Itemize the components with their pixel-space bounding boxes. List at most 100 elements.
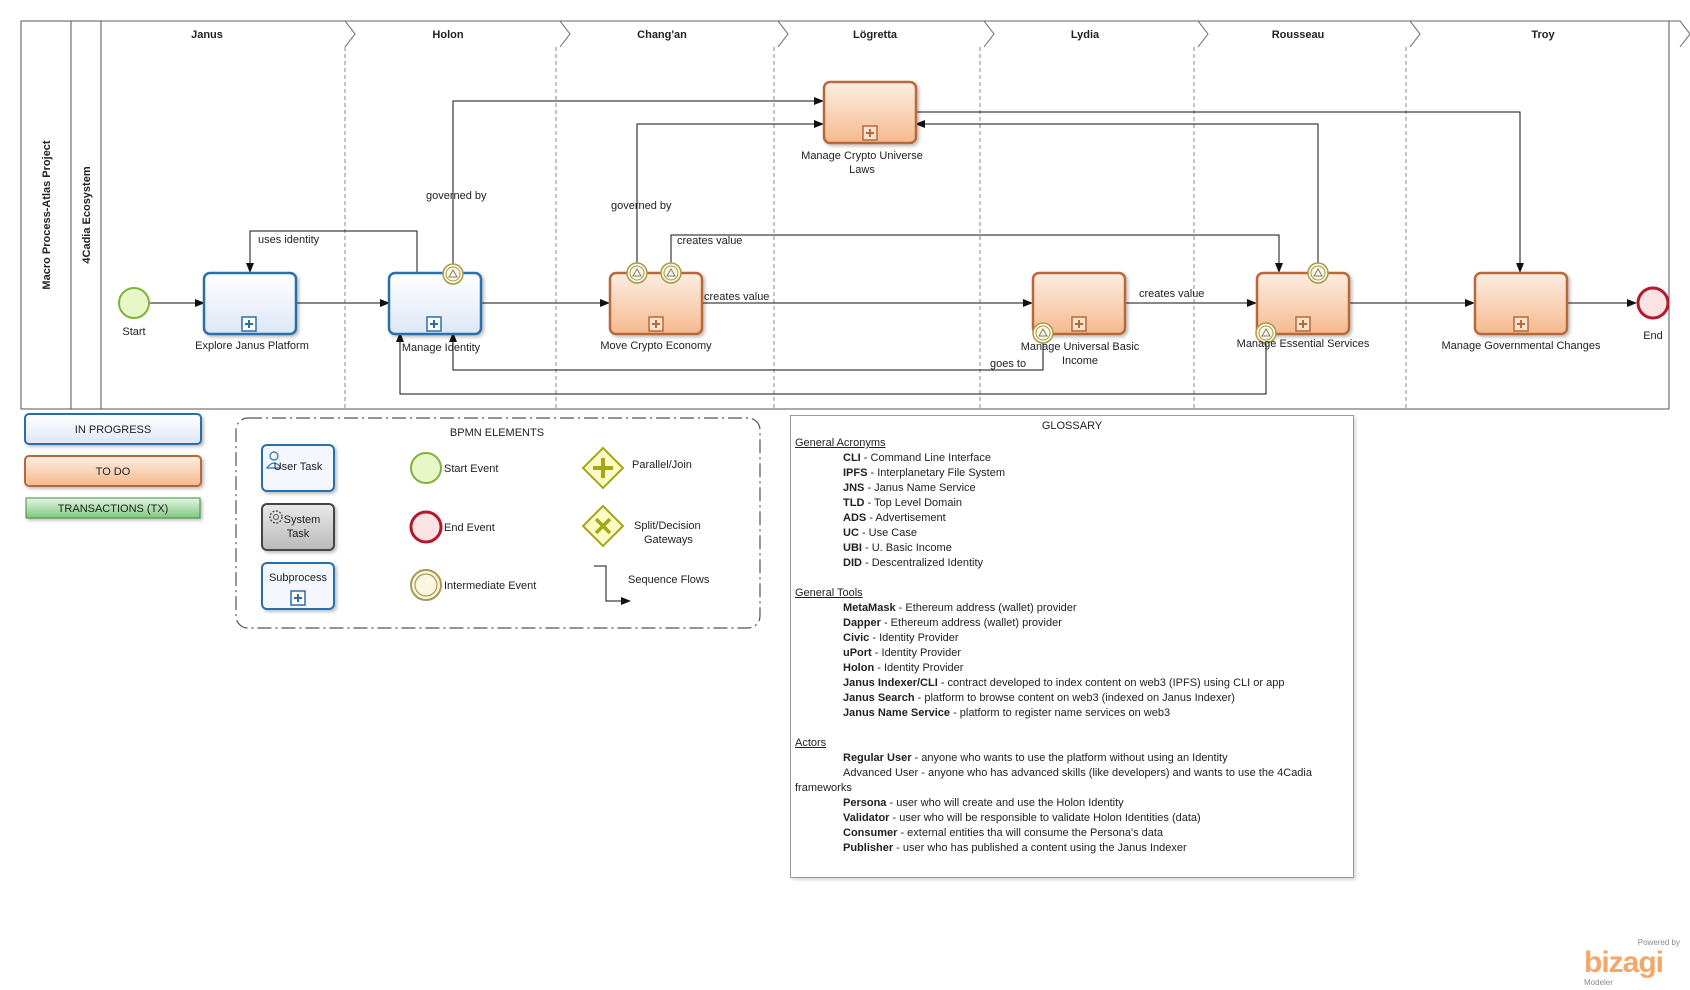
legend-subprocess-label: Subprocess — [269, 572, 328, 584]
legend-in-progress-label: IN PROGRESS — [75, 424, 151, 436]
task-label: Manage Essential Services — [1237, 338, 1370, 350]
user-icon — [265, 451, 283, 469]
glossary-description: - Descentralized Identity — [861, 557, 984, 569]
glossary-term: UC — [843, 527, 859, 539]
glossary-section-heading: General Acronyms — [795, 437, 886, 449]
task-manage-governmental-changes[interactable]: Manage Governmental Changes — [1442, 271, 1601, 352]
flow-label-governed-by-2: governed by — [611, 200, 672, 212]
subprocess-plus-icon — [1295, 316, 1311, 332]
glossary-term: Holon — [843, 662, 875, 674]
column-changan: Chang'an — [637, 29, 687, 41]
legend-to-do-label: TO DO — [96, 466, 131, 478]
glossary-term: Consumer — [843, 827, 898, 839]
phase-dividers — [344, 47, 1407, 409]
glossary-term: Regular User — [843, 752, 912, 764]
legend-system-task-label-1: System — [284, 514, 321, 526]
glossary-entry: uPort - Identity Provider — [795, 646, 1349, 661]
glossary-term: uPort — [843, 647, 872, 659]
column-janus: Janus — [191, 29, 223, 41]
sequence-flows — [150, 97, 1637, 395]
glossary-entry: Janus Search - platform to browse conten… — [795, 691, 1349, 706]
task-label-line1: Manage Crypto Universe — [801, 150, 923, 162]
glossary-description: - user who will create and use the Holon… — [886, 797, 1124, 809]
bpmn-legend-title: BPMN ELEMENTS — [450, 427, 544, 439]
glossary-entry: Janus Indexer/CLI - contract developed t… — [795, 676, 1349, 691]
column-lydia: Lydia — [1071, 29, 1100, 41]
subprocess-plus-icon — [426, 316, 442, 332]
flow-label-creates-value-2: creates value — [704, 291, 769, 303]
glossary-description: - Janus Name Service — [864, 482, 976, 494]
glossary-term: UBI — [843, 542, 862, 554]
bpmn-legend: BPMN ELEMENTS User Task System Task Subp… — [235, 417, 761, 629]
legend-split-gateway: Split/Decision Gateways — [581, 504, 701, 548]
column-holon: Holon — [432, 29, 463, 41]
glossary-description: - U. Basic Income — [861, 542, 952, 554]
intermediate-event-icon — [660, 262, 682, 284]
legend-start-event: Start Event — [410, 452, 498, 484]
task-label: Manage Governmental Changes — [1442, 340, 1601, 352]
legend-intermediate-event: Intermediate Event — [410, 569, 536, 601]
legend-sequence-label: Sequence Flows — [628, 574, 710, 586]
glossary-term: Janus Search — [843, 692, 915, 704]
task-label: Manage Identity — [402, 342, 481, 354]
legend-split-label-2: Gateways — [644, 534, 693, 546]
pool-title: Macro Process-Atlas Project — [41, 140, 53, 290]
glossary-term: JNS — [843, 482, 865, 494]
glossary-description: - contract developed to index content on… — [937, 677, 1285, 689]
legend-end-event-label: End Event — [444, 522, 495, 534]
lane-title: 4Cadia Ecosystem — [81, 166, 93, 263]
task-move-crypto-economy[interactable]: Move Crypto Economy — [600, 262, 712, 352]
glossary-description: - anyone who wants to use the platform w… — [911, 752, 1228, 764]
glossary-description: - Identity Provider — [874, 662, 964, 674]
glossary-entry: UC - Use Case — [795, 526, 1349, 541]
end-event-label: End — [1643, 330, 1663, 342]
task-explore-janus-platform[interactable]: Explore Janus Platform — [195, 271, 309, 352]
flow-label-governed-by-1: governed by — [426, 190, 487, 202]
glossary-term: MetaMask — [843, 602, 896, 614]
flow-label-uses-identity: uses identity — [258, 234, 320, 246]
legend-transactions: TRANSACTIONS (TX) — [25, 497, 201, 519]
task-manage-identity[interactable]: Manage Identity — [387, 263, 483, 354]
legend-end-event: End Event — [409, 510, 495, 544]
logo-brand: bizagi — [1584, 946, 1664, 979]
glossary-term: TLD — [843, 497, 865, 509]
glossary-entry: IPFS - Interplanetary File System — [795, 466, 1349, 481]
glossary-description: - Ethereum address (wallet) provider — [895, 602, 1077, 614]
x-icon — [594, 517, 612, 535]
bizagi-logo: Powered by bizagi Modeler — [1578, 938, 1688, 988]
logo-product: Modeler — [1584, 978, 1613, 987]
glossary-description: - platform to register name services on … — [950, 707, 1171, 719]
start-event[interactable]: Start — [118, 287, 150, 338]
glossary-description: - user who has published a content using… — [893, 842, 1187, 854]
glossary-term: ADS — [843, 512, 867, 524]
glossary-term: Publisher — [843, 842, 894, 854]
task-label: Explore Janus Platform — [195, 340, 309, 352]
column-rousseau: Rousseau — [1272, 29, 1325, 41]
glossary-term: Janus Name Service — [843, 707, 951, 719]
glossary-term: Janus Indexer/CLI — [843, 677, 938, 689]
intermediate-event-icon — [626, 262, 648, 284]
glossary-description: - Command Line Interface — [860, 452, 991, 464]
gear-icon — [269, 510, 283, 524]
glossary-description: - Interplanetary File System — [867, 467, 1006, 479]
task-label-line1: Manage Universal Basic — [1021, 341, 1140, 353]
task-manage-essential-services[interactable]: Manage Essential Services — [1237, 262, 1370, 350]
intermediate-event-icon — [1032, 322, 1054, 344]
subprocess-plus-icon — [862, 125, 878, 141]
glossary-entry: Advanced User - anyone who has advanced … — [795, 766, 1349, 796]
logo-powered-by: Powered by — [1637, 938, 1680, 947]
end-event[interactable]: End — [1636, 286, 1670, 342]
flow-label-creates-value-1: creates value — [677, 235, 742, 247]
legend-split-label-1: Split/Decision — [634, 520, 701, 532]
glossary-entry: MetaMask - Ethereum address (wallet) pro… — [795, 601, 1349, 616]
glossary-entry: DID - Descentralized Identity — [795, 556, 1349, 571]
intermediate-event-icon — [1255, 322, 1277, 344]
intermediate-event-icon — [1307, 262, 1329, 284]
legend-parallel-label: Parallel/Join — [632, 459, 692, 471]
task-manage-crypto-universe-laws[interactable]: Manage Crypto Universe Laws — [801, 80, 923, 176]
task-manage-universal-basic-income[interactable]: Manage Universal Basic Income — [1021, 271, 1140, 367]
